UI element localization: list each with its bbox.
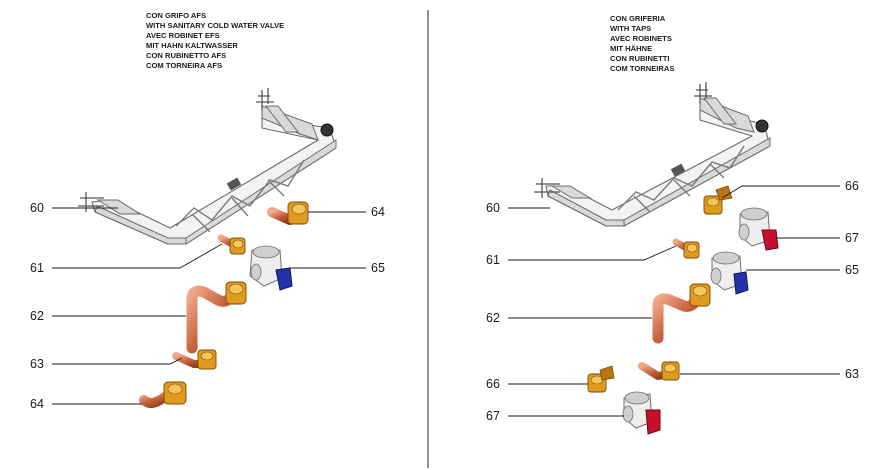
- leader-61: [508, 245, 677, 261]
- part-63-elbow: [638, 361, 680, 381]
- callout-number: 62: [486, 311, 500, 325]
- callout-number: 61: [486, 253, 500, 267]
- callout-number: 64: [30, 397, 44, 411]
- left-caption-line: WITH SANITARY COLD WATER VALVE: [146, 21, 284, 30]
- right-caption-line: AVEC ROBINETS: [610, 34, 672, 43]
- right-caption-line: COM TORNEIRAS: [610, 64, 674, 73]
- part-64-elbow-upper: [267, 201, 309, 225]
- part-67-valve-upper: [738, 207, 779, 251]
- leader-66-upper: [721, 185, 840, 199]
- left-caption-line: AVEC ROBINET EFS: [146, 31, 220, 40]
- part-63-elbow: [172, 349, 217, 370]
- left-caption-line: CON GRIFO AFS: [146, 11, 206, 20]
- right-assembly: 60 61 62 63 66 66 67 67 65: [486, 82, 859, 435]
- callout-number: 61: [30, 261, 44, 275]
- callout-number: 65: [371, 261, 385, 275]
- part-66-fitting-lower: [587, 365, 615, 393]
- right-caption: CON GRIFERIA WITH TAPS AVEC ROBINETS MIT…: [610, 14, 674, 73]
- left-caption: CON GRIFO AFS WITH SANITARY COLD WATER V…: [146, 11, 284, 70]
- part-62-s-pipe: [186, 281, 247, 354]
- part-67-valve-lower: [622, 391, 661, 435]
- part-62-s-pipe: [652, 283, 711, 344]
- leader-61: [52, 243, 223, 269]
- callout-number: 62: [30, 309, 44, 323]
- right-caption-line: MIT HÄHNE: [610, 44, 652, 53]
- left-caption-line: COM TORNEIRA AFS: [146, 61, 222, 70]
- callout-number: 63: [845, 367, 859, 381]
- callout-number: 60: [30, 201, 44, 215]
- right-caption-line: WITH TAPS: [610, 24, 651, 33]
- callout-number: 66: [845, 179, 859, 193]
- part-64-elbow-lower: [139, 381, 187, 408]
- mounting-frame: [534, 82, 771, 227]
- left-assembly: 60 61 62 63 64 64 65: [30, 88, 385, 411]
- left-caption-line: MIT HAHN KALTWASSER: [146, 41, 238, 50]
- callout-number: 60: [486, 201, 500, 215]
- callout-number: 67: [486, 409, 500, 423]
- callout-number: 65: [845, 263, 859, 277]
- mounting-frame: [78, 88, 337, 245]
- part-65-cold-water-valve: [249, 245, 293, 291]
- part-61-connector: [672, 238, 700, 259]
- part-66-fitting-upper: [703, 185, 733, 215]
- part-61-connector: [217, 234, 246, 255]
- part-65-valve: [710, 251, 749, 295]
- callout-number: 63: [30, 357, 44, 371]
- left-caption-line: CON RUBINETTO AFS: [146, 51, 226, 60]
- callout-number: 64: [371, 205, 385, 219]
- right-caption-line: CON RUBINETTI: [610, 54, 669, 63]
- right-caption-line: CON GRIFERIA: [610, 14, 666, 23]
- callout-number: 67: [845, 231, 859, 245]
- leader-63: [52, 357, 183, 365]
- callout-number: 66: [486, 377, 500, 391]
